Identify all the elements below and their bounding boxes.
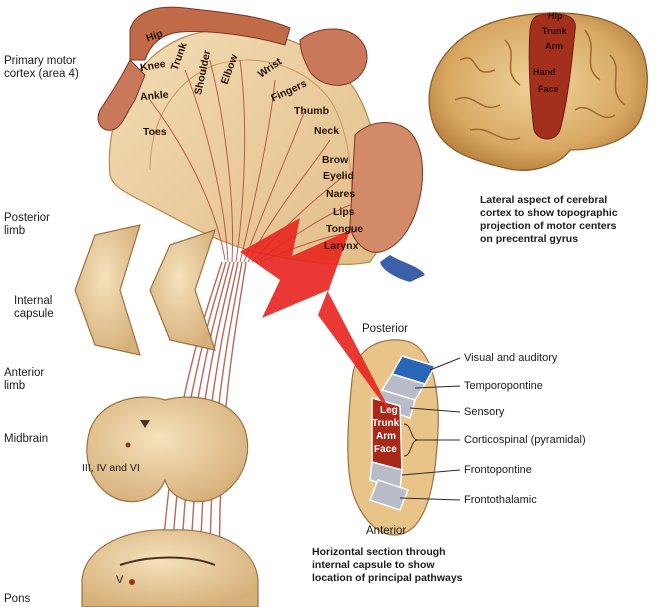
label-motor-cortex: Primary motor cortex (area 4) bbox=[4, 55, 79, 81]
capsule-inner-trunk: Trunk bbox=[372, 418, 400, 429]
internal-capsule-3d bbox=[74, 224, 216, 356]
horizontal-caption-line2: internal capsule to show bbox=[312, 559, 435, 572]
midbrain-section bbox=[86, 396, 249, 503]
homunculus-larynx: Larynx bbox=[324, 240, 359, 252]
legend-visual-auditory: Visual and auditory bbox=[464, 352, 558, 364]
label-midbrain: Midbrain bbox=[4, 433, 49, 445]
homunculus-brow: Brow bbox=[322, 154, 349, 166]
label-anterior-limb: Anterior limb bbox=[4, 367, 44, 393]
lightning-bolt bbox=[240, 218, 395, 420]
lateral-brain bbox=[428, 12, 648, 171]
homunculus-lips: Lips bbox=[333, 206, 355, 218]
homunculus-nares: Nares bbox=[326, 188, 356, 200]
brain-label-face: Face bbox=[538, 84, 559, 94]
legend-temporopontine: Temporopontine bbox=[464, 380, 543, 392]
legend-frontothalamic: Frontothalamic bbox=[464, 494, 537, 506]
label-posterior-limb: Posterior limb bbox=[4, 212, 50, 238]
homunculus-thumb: Thumb bbox=[294, 105, 329, 117]
horizontal-caption: Horizontal section through internal caps… bbox=[312, 546, 463, 585]
lateral-caption-line4: on precentral gyrus bbox=[480, 233, 579, 246]
capsule-horizontal-section bbox=[347, 339, 439, 536]
capsule-inner-face: Face bbox=[374, 444, 397, 455]
pons-section bbox=[81, 529, 259, 607]
horizontal-caption-line3: location of principal pathways bbox=[312, 572, 463, 585]
label-motor-cortex-line1: Primary motor bbox=[4, 55, 77, 67]
label-cranial-nerve-v: V bbox=[116, 574, 124, 586]
lateral-caption: Lateral aspect of cerebral cortex to sho… bbox=[480, 194, 618, 247]
capsule-inner-arm: Arm bbox=[376, 431, 397, 442]
motor-cortex-slice bbox=[97, 6, 425, 282]
capsule-inner-leg: Leg bbox=[380, 405, 398, 416]
lateral-caption-line2: cortex to show topographic bbox=[480, 207, 618, 220]
homunculus-toes: Toes bbox=[143, 126, 167, 138]
homunculus-tongue: Tongue bbox=[326, 223, 364, 235]
label-internal-capsule: Internal capsule bbox=[14, 295, 54, 321]
brain-label-arm: Arm bbox=[545, 41, 564, 51]
capsule-label-posterior: Posterior bbox=[362, 323, 409, 335]
brain-label-trunk: Trunk bbox=[542, 26, 567, 36]
label-posterior-limb-line1: Posterior bbox=[4, 212, 51, 224]
brain-label-hip: Hip bbox=[548, 11, 563, 21]
homunculus-neck: Neck bbox=[314, 125, 340, 137]
legend-leader-lines bbox=[399, 357, 461, 501]
label-anterior-limb-line1: Anterior bbox=[4, 367, 45, 379]
legend-frontopontine: Frontopontine bbox=[464, 464, 532, 476]
horizontal-caption-line1: Horizontal section through bbox=[312, 546, 446, 558]
legend-corticospinal: Corticospinal (pyramidal) bbox=[464, 434, 586, 446]
label-pons: Pons bbox=[4, 593, 31, 605]
lateral-caption-line1: Lateral aspect of cerebral bbox=[480, 194, 608, 206]
brain-label-hand: Hand bbox=[533, 67, 556, 77]
label-posterior-limb-line2: limb bbox=[4, 225, 26, 238]
homunculus-eyelid: Eyelid bbox=[323, 170, 354, 182]
label-anterior-limb-line2: limb bbox=[4, 380, 26, 393]
label-motor-cortex-line2: cortex (area 4) bbox=[4, 68, 79, 81]
lateral-caption-line3: projection of motor centers bbox=[480, 220, 617, 233]
capsule-label-anterior: Anterior bbox=[366, 525, 407, 537]
label-cranial-nerves-midbrain: III, IV and VI bbox=[82, 462, 140, 474]
legend-sensory: Sensory bbox=[464, 406, 505, 418]
label-internal-capsule-line2: capsule bbox=[14, 308, 54, 321]
homunculus-ankle: Ankle bbox=[139, 88, 170, 104]
label-internal-capsule-line1: Internal bbox=[14, 295, 53, 307]
